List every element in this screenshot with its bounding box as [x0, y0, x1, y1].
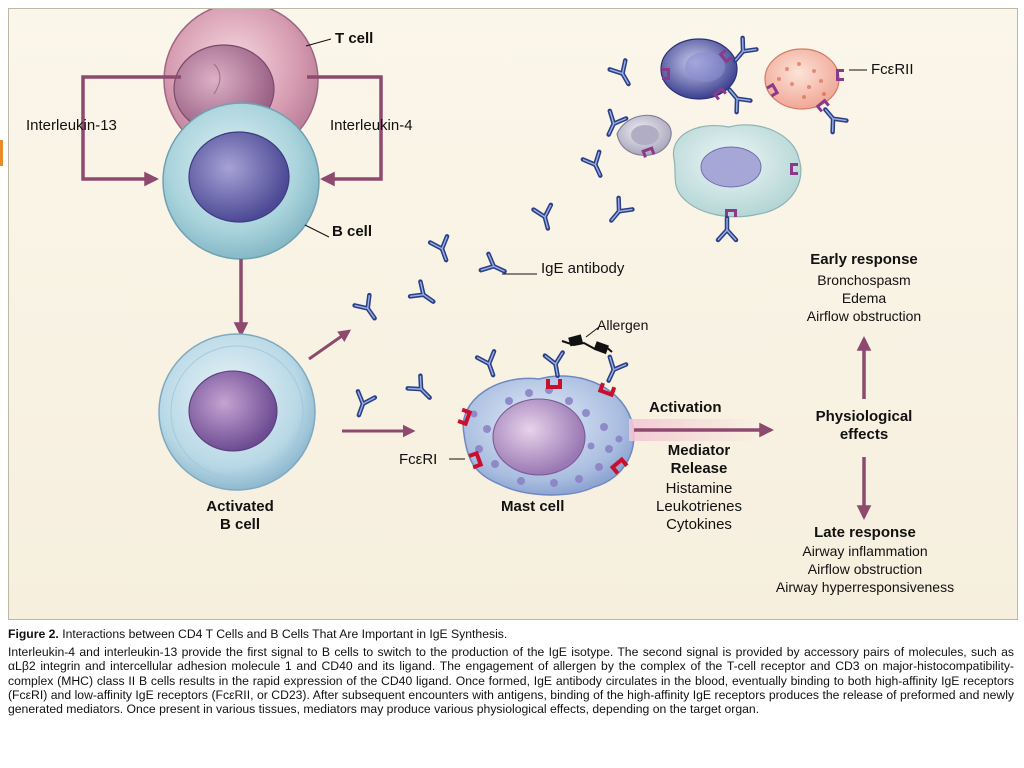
b-cell-label: B cell — [332, 223, 373, 240]
mediator-cytokines: Cytokines — [666, 516, 732, 533]
caption-figure-number: Figure 2. — [8, 627, 59, 641]
physiological-effects-line1: Physiological — [815, 408, 913, 425]
mediator-leukotrienes: Leukotrienes — [656, 498, 742, 515]
interleukin-4-arrow — [307, 75, 383, 187]
target-cell-grey — [616, 114, 672, 156]
mediator-list: Histamine Leukotrienes Cytokines — [637, 480, 761, 534]
late-response-item: Airway inflammation — [802, 543, 928, 559]
mediator-release-line2: Release — [670, 460, 728, 477]
late-response-item: Airflow obstruction — [807, 561, 923, 577]
fceRII-label: FcεRII — [871, 61, 914, 78]
caption-body: Interleukin-4 and interleukin-13 provide… — [8, 645, 1014, 717]
activated-b-cell-label-line2: B cell — [219, 516, 261, 533]
allergen-pointer — [585, 326, 600, 338]
caption-title-line: Figure 2. Interactions between CD4 T Cel… — [8, 627, 1014, 641]
fceri-label: FcεRI — [399, 451, 438, 468]
activated-to-ige-arrow — [308, 329, 352, 361]
allergen-label: Allergen — [597, 317, 649, 333]
b-cell — [162, 102, 320, 260]
mediator-histamine: Histamine — [665, 480, 733, 497]
t-cell-pointer — [305, 38, 332, 47]
activation-label: Activation — [649, 399, 722, 416]
early-response-title: Early response — [810, 251, 918, 268]
late-response-block: Late response Airway inflammation Airflo… — [733, 524, 997, 596]
free-ige-antibodies — [350, 60, 636, 418]
caption-title: Interactions between CD4 T Cells and B C… — [62, 627, 508, 641]
mast-cell-label: Mast cell — [501, 498, 565, 515]
edge-marker — [0, 140, 3, 166]
mast-cell — [462, 375, 635, 496]
early-response-item: Airflow obstruction — [806, 308, 922, 324]
activated-b-cell-label-line1: Activated — [206, 498, 274, 515]
b-cell-pointer — [304, 224, 330, 238]
diagram-canvas — [81, 9, 872, 520]
interleukin-4-label: Interleukin-4 — [330, 117, 413, 134]
interleukin-13-label: Interleukin-13 — [26, 117, 117, 134]
figure-caption: Figure 2. Interactions between CD4 T Cel… — [8, 627, 1014, 716]
target-cell-macrophage — [672, 124, 802, 218]
mediator-release-line1: Mediator — [667, 442, 731, 459]
physiological-effects-label: Physiological effects — [789, 408, 939, 444]
late-response-item: Airway hyperresponsiveness — [775, 579, 955, 595]
mediator-release-label: Mediator Release — [641, 442, 757, 478]
mast-cell-granules — [470, 386, 623, 487]
physiological-effects-line2: effects — [839, 426, 889, 443]
target-cell-blue — [660, 38, 738, 100]
figure-panel: T cell Interleukin-13 Interleukin-4 B ce… — [8, 8, 1018, 620]
interleukin-13-arrow — [81, 75, 181, 187]
early-response-item: Bronchospasm — [817, 272, 911, 288]
early-response-item: Edema — [841, 290, 887, 306]
target-cell-peach — [764, 48, 840, 110]
activated-b-cell-label: Activated B cell — [181, 498, 299, 534]
late-response-title: Late response — [814, 524, 916, 541]
activated-b-cell — [158, 333, 316, 491]
t-cell-label: T cell — [335, 30, 374, 47]
ige-antibody-label: IgE antibody — [541, 260, 625, 277]
early-response-block: Early response Bronchospasm Edema Airflo… — [766, 251, 962, 325]
allergen-shape — [561, 334, 613, 355]
